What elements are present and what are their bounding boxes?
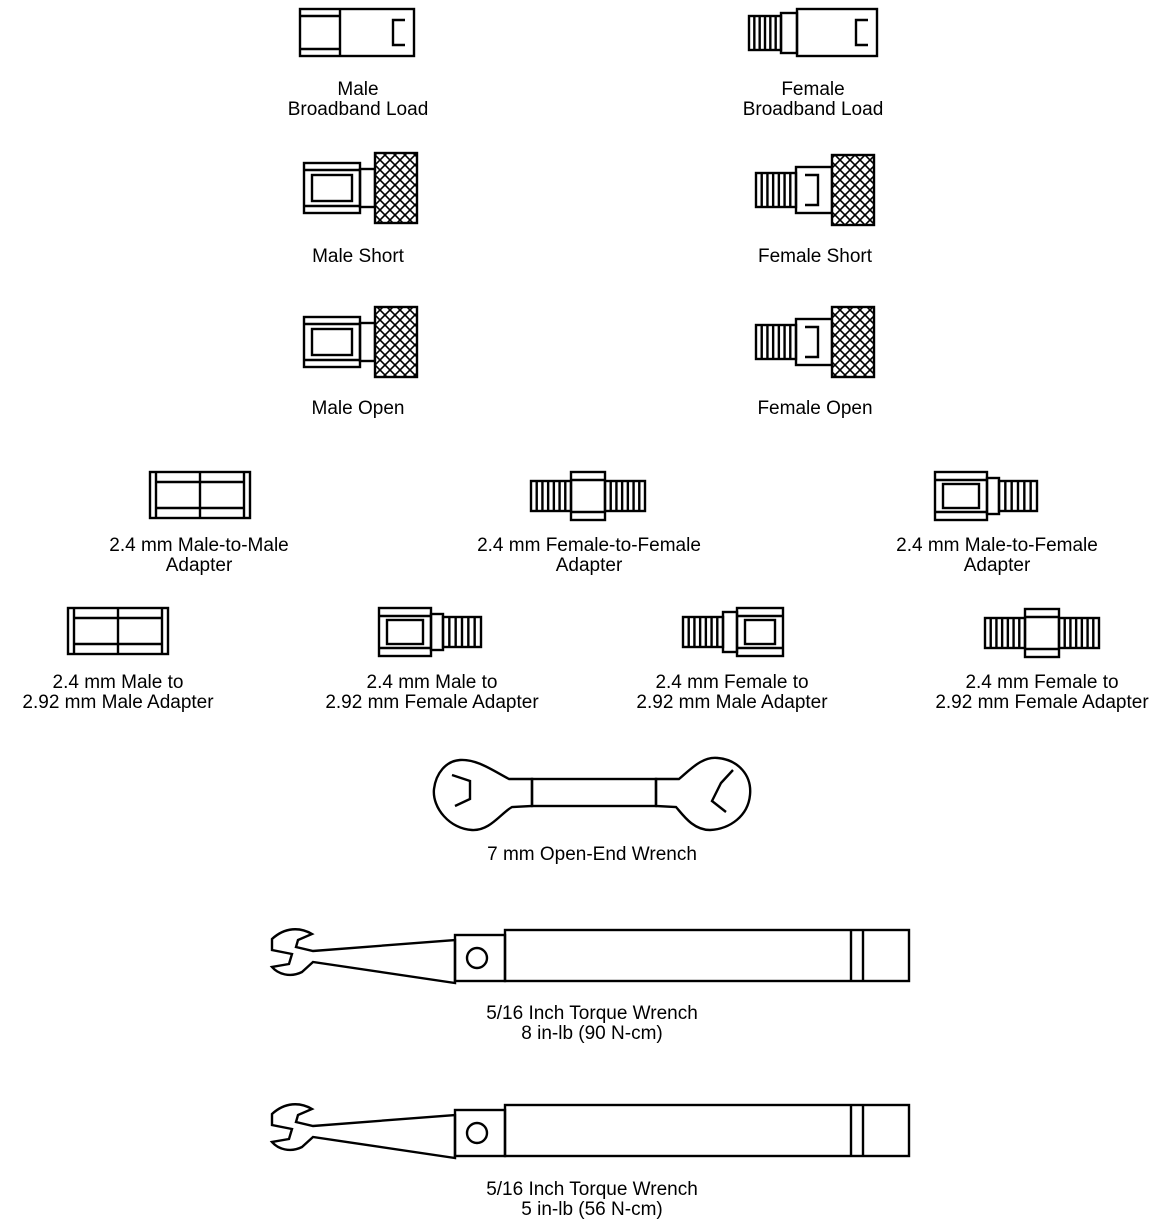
female-short-label: Female Short <box>758 247 872 267</box>
female-short-icon <box>754 153 876 227</box>
label-line: 2.4 mm Male to <box>52 672 184 693</box>
male-open-label: Male Open <box>312 399 405 419</box>
label-line: 2.4 mm Male to <box>366 672 498 693</box>
label-line: Female Open <box>757 398 873 419</box>
label-line: 8 in-lb (90 N-cm) <box>521 1023 663 1044</box>
male-to-292-female-adapter-icon <box>377 606 483 658</box>
female-broadband-load-icon <box>747 7 879 58</box>
male-open-icon <box>302 305 419 379</box>
male-to-female-adapter-icon <box>933 470 1039 522</box>
male-short-icon <box>302 151 419 225</box>
label-line: Broadband Load <box>287 99 429 120</box>
label-line: 2.92 mm Male Adapter <box>636 692 828 713</box>
torque-wrench-icon <box>269 1103 911 1160</box>
female-open-icon <box>754 305 876 379</box>
label-line: 2.92 mm Female Adapter <box>325 692 539 713</box>
male-to-292-male-adapter-icon <box>66 606 170 656</box>
label-line: Male <box>337 79 379 100</box>
label-line: 2.4 mm Female to <box>965 672 1119 693</box>
label-line: 7 mm Open-End Wrench <box>487 844 697 865</box>
label-line: Adapter <box>555 555 623 576</box>
female-to-292-female-adapter-icon <box>983 607 1101 659</box>
label-line: Adapter <box>165 555 233 576</box>
label-line: 2.4 mm Male-to-Male <box>109 535 289 556</box>
female-to-292-male-adapter-icon <box>681 606 785 658</box>
label-line: 2.4 mm Female to <box>655 672 809 693</box>
label-line: 2.4 mm Female-to-Female <box>477 535 701 556</box>
male-broadband-load-icon <box>298 7 416 58</box>
open-end-wrench-icon <box>432 756 752 832</box>
label-line: 2.4 mm Male-to-Female <box>896 535 1098 556</box>
female-open-label: Female Open <box>757 399 872 419</box>
label-line: Adapter <box>963 555 1031 576</box>
label-line: Male Open <box>311 398 405 419</box>
male-to-male-adapter-icon <box>148 470 252 520</box>
label-line: 5 in-lb (56 N-cm) <box>521 1199 663 1220</box>
open-end-wrench-label: 7 mm Open-End Wrench <box>487 845 697 865</box>
label-line: 5/16 Inch Torque Wrench <box>486 1003 698 1024</box>
label-line: 2.92 mm Female Adapter <box>935 692 1149 713</box>
label-line: Female Short <box>757 246 873 267</box>
torque-wrench-icon <box>269 928 911 985</box>
male-short-label: Male Short <box>312 247 404 267</box>
label-line: 2.92 mm Male Adapter <box>22 692 214 713</box>
label-line: Male Short <box>312 246 404 267</box>
label-line: Broadband Load <box>742 99 884 120</box>
female-to-female-adapter-icon <box>529 470 647 522</box>
label-line: 5/16 Inch Torque Wrench <box>486 1179 698 1200</box>
label-line: Female <box>781 79 845 100</box>
